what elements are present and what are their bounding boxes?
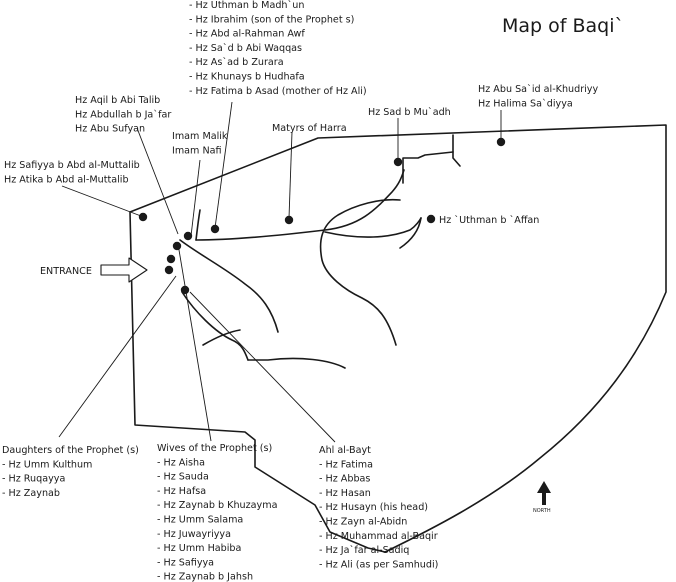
leader-martyrs [288,131,293,219]
cemetery-boundary [129,124,667,553]
grave-label: Ahl al-Bayt [319,445,371,456]
grave-label: Imam Malik [172,131,228,142]
entrance-arrow-icon [100,257,148,283]
leader-safiyya [61,185,142,217]
marker-martyrs [284,215,294,225]
grave-label: - Hz Sauda [157,472,209,483]
grave-label: - Hz As`ad b Zurara [189,56,284,68]
label-group-top-list: - Hz Uthman b Madh`un - Hz Ibrahim (son o… [189,0,367,97]
grave-label: Hz Aqil b Abi Talib [75,95,160,106]
grave-label: - Hz Ruqayya [2,474,65,485]
grave-label: - Hz Zaynab b Jahsh [157,572,253,582]
map-title: Map of Baqi` [502,15,624,37]
grave-label: Hz Halima Sa`diyya [478,97,573,109]
marker-wives [166,254,176,264]
marker-abu-said [496,137,506,147]
grave-label: - Hz Umm Salama [157,515,243,526]
leader-top-list [214,101,233,229]
grave-label: - Hz Husayn (his head) [319,502,428,513]
north-arrow-icon [537,481,551,505]
grave-label: Hz Safiyya b Abd al-Muttalib [4,160,140,171]
grave-label: - Hz Khunays b Hudhafa [189,72,305,83]
label-group-sad: Hz Sad b Mu`adh [368,106,451,118]
grave-label: - Hz Safiyya [157,557,214,568]
leader-lines [58,101,502,443]
marker-ahl-al-bayt [180,285,190,295]
label-group-wives: Wives of the Prophet (s) - Hz Aisha - Hz S… [157,443,277,582]
grave-label: - Hz Aisha [157,457,205,468]
marker-aqil [172,241,182,251]
grave-label: Hz Abu Sufyan [75,124,145,135]
grave-labels: - Hz Uthman b Madh`un - Hz Ibrahim (son o… [2,0,598,582]
grave-label: - Hz Hasan [319,488,371,499]
marker-sad [393,157,403,167]
leader-wives [177,243,212,442]
grave-label: - Hz Juwayriyya [157,529,231,540]
label-group-aqil: Hz Aqil b Abi Talib Hz Abdullah b Ja`farH… [75,95,171,135]
grave-label: Hz Abdullah b Ja`far [75,108,171,120]
grave-label: - Hz Ali (as per Samhudi) [319,559,438,570]
label-group-uthman: Hz `Uthman b `Affan [439,214,539,226]
grave-label: Matyrs of Harra [272,123,347,134]
grave-label: - Hz Umm Kulthum [2,459,92,470]
grave-label: - Hz Uthman b Madh`un [189,0,304,11]
entrance-label: ENTRANCE [40,266,92,277]
grave-label: Hz Sad b Mu`adh [368,106,451,118]
north-label: NORTH [533,508,551,514]
grave-label: - Hz Abd al-Rahman Awf [189,29,305,40]
label-group-daughters: Daughters of the Prophet (s) - Hz Umm Kul… [2,445,139,499]
marker-daughters [164,265,174,275]
grave-label: Hz `Uthman b `Affan [439,214,539,226]
grave-markers [138,137,506,295]
leader-daughters [58,275,177,438]
marker-safiyya [138,212,148,222]
grave-label: - Hz Muhammad al-Baqir [319,531,438,542]
marker-imams [183,231,193,241]
marker-uthman [426,214,436,224]
grave-label: - Hz Umm Habiba [157,543,241,554]
leader-aqil [136,127,179,235]
grave-label: Hz Abu Sa`id al-Khudriyy [478,83,598,95]
label-group-ahl-al-bayt: Ahl al-Bayt - Hz Fatima - Hz Abbas - Hz Has… [319,445,438,570]
label-group-safiyya: Hz Safiyya b Abd al-Muttalib Hz Atika b A… [4,160,140,185]
grave-label: - Hz Hafsa [157,486,206,497]
leader-ahl-al-bayt [189,291,336,443]
grave-label: Daughters of the Prophet (s) [2,445,139,456]
grave-label: Imam Nafi [172,145,222,156]
grave-label: - Hz Fatima [319,459,373,470]
leader-imams [190,159,201,237]
marker-top-list [210,224,220,234]
grave-label: - Hz Zayn al-Abidn [319,517,407,528]
grave-label: - Hz Zaynab [2,488,60,499]
grave-label: Wives of the Prophet (s) [157,443,272,454]
cemetery-paths [179,134,461,369]
grave-label: Hz Atika b Abd al-Muttalib [4,174,129,185]
grave-label: - Hz Abbas [319,474,370,485]
grave-label: - Hz Sa`d b Abi Waqqas [189,42,302,54]
label-group-abu-said: Hz Abu Sa`id al-Khudriyy Hz Halima Sa`diy… [478,83,598,109]
grave-label: - Hz Zaynab b Khuzayma [157,500,277,511]
grave-label: - Hz Fatima b Asad (mother of Hz Ali) [189,86,367,97]
label-group-martyrs: Matyrs of Harra [272,123,347,134]
grave-label: - Hz Ibrahim (son of the Prophet s) [189,14,354,25]
grave-label: - Hz Ja`far al-Sadiq [319,544,409,556]
